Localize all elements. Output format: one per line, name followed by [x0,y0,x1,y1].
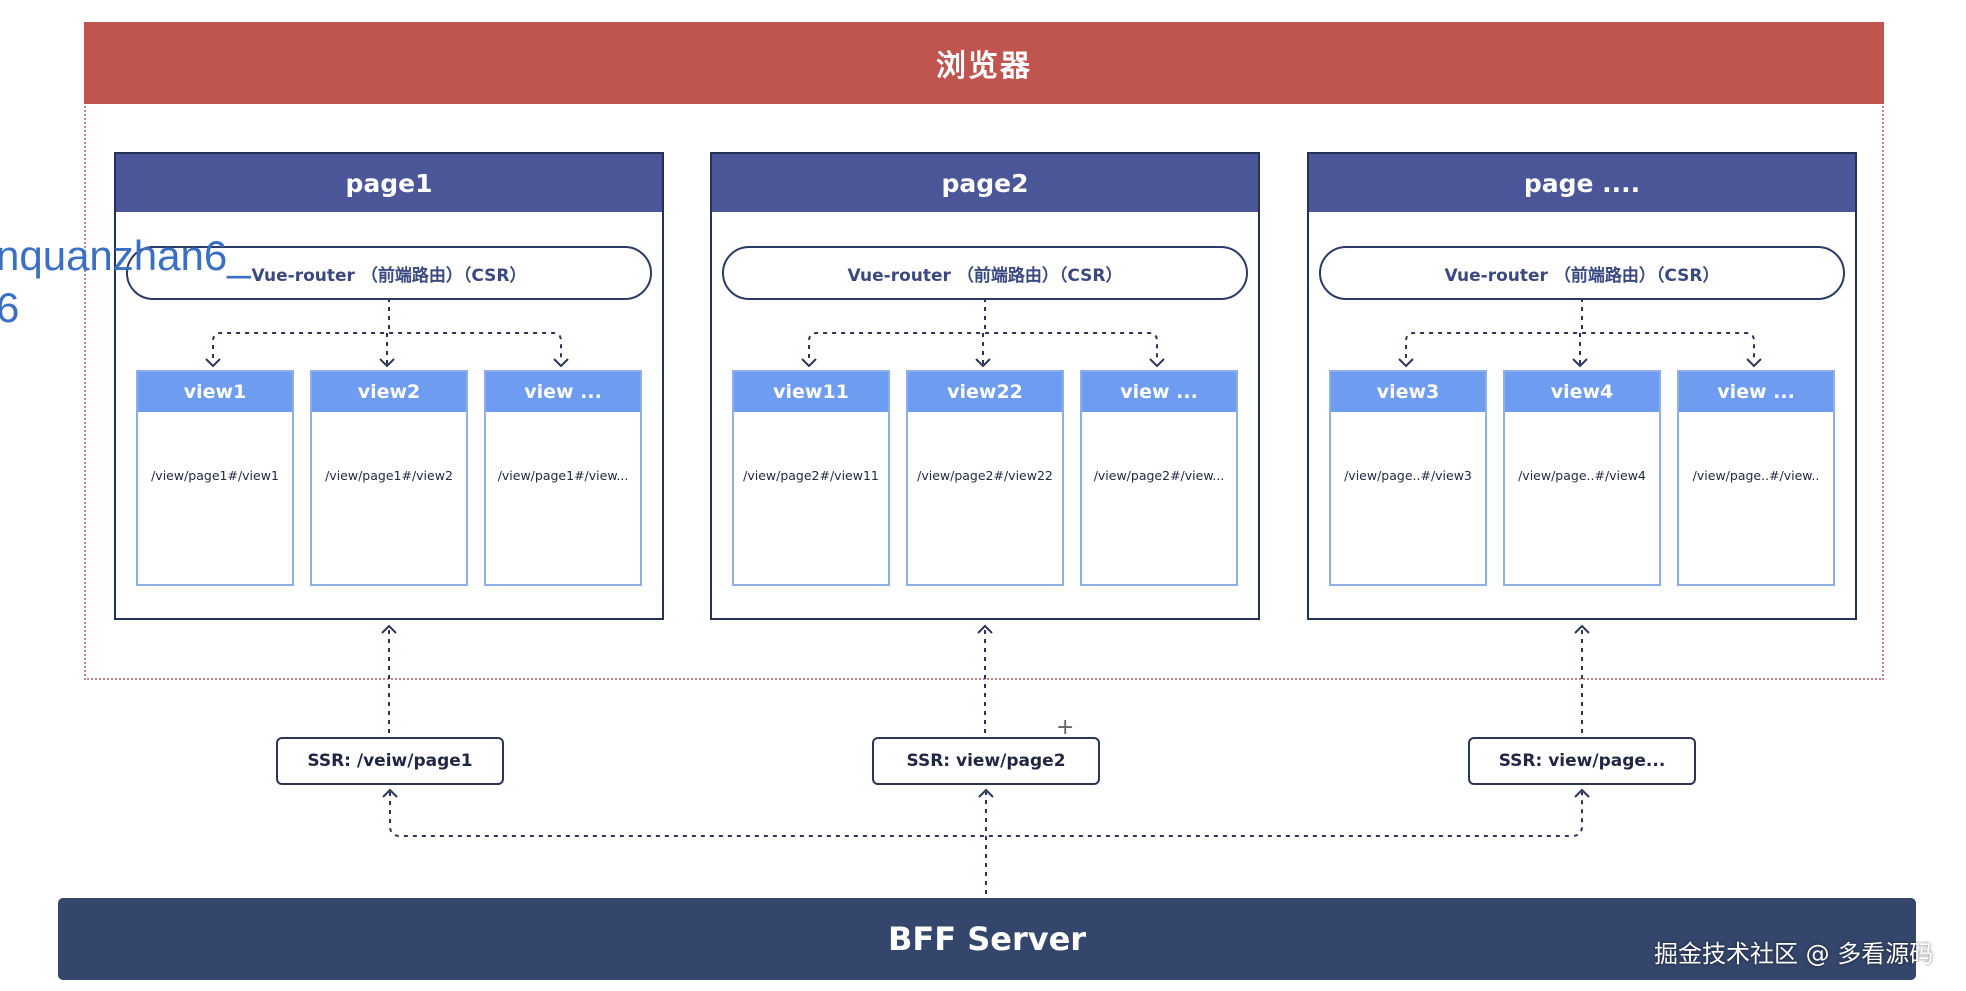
view-route: /view/page2#/view... [1093,468,1225,483]
page-title: page1 [345,168,433,198]
page-title: page2 [941,168,1029,198]
arrow-up-icon [1574,788,1590,798]
view-box: view22 /view/page2#/view22 [906,370,1064,586]
page-title: page .... [1523,168,1641,198]
router-label: Vue-router （前端路由）（CSR） [1444,265,1720,286]
view-label: view ... [524,381,602,403]
view-route: /view/page..#/view.. [1692,468,1820,483]
view-box: view ... /view/page..#/view.. [1677,370,1835,586]
vue-router-pill: Vue-router （前端路由）（CSR） [1319,246,1845,300]
ssr-box-2: SSR: view/page2 [872,737,1100,785]
view-route: /view/page..#/view3 [1344,468,1472,483]
view-label: view2 [357,381,421,403]
view-header: view2 [312,372,466,412]
ssr-label: SSR: /veiw/page1 [307,751,473,771]
ssr-label: SSR: view/page... [1498,751,1666,771]
view-route: /view/page2#/view22 [917,468,1053,483]
view-label: view11 [773,381,849,403]
ssr-label: SSR: view/page2 [906,751,1066,771]
bff-branch [389,792,1583,837]
view-route: /view/page1#/view2 [325,468,453,483]
plus-cursor-icon: + [1056,715,1075,740]
arrow-up-icon [978,788,994,798]
vue-router-pill: Vue-router （前端路由）（CSR） [722,246,1248,300]
view-header: view11 [734,372,888,412]
arrow-up-icon [382,788,398,798]
view-box: view ... /view/page1#/view... [484,370,642,586]
view-label: view ... [1120,381,1198,403]
router-label: Vue-router （前端路由）（CSR） [251,265,527,286]
view-route: /view/page1#/view1 [151,468,279,483]
view-label: view3 [1376,381,1440,403]
view-label: view ... [1717,381,1795,403]
bff-server-bar: BFF Server [58,898,1916,980]
page-box-3: page .... Vue-router （前端路由）（CSR） view3 /… [1307,152,1857,620]
ssr-box-3: SSR: view/page... [1468,737,1696,785]
view-header: view3 [1331,372,1485,412]
view-box: view2 /view/page1#/view2 [310,370,468,586]
view-box: view11 /view/page2#/view11 [732,370,890,586]
view-label: view22 [947,381,1023,403]
page-header: page1 [116,154,662,212]
view-route: /view/page..#/view4 [1518,468,1646,483]
view-box: view ... /view/page2#/view... [1080,370,1238,586]
bff-server-title: BFF Server [887,920,1087,958]
view-header: view ... [1082,372,1236,412]
page-header: page .... [1309,154,1855,212]
page-header: page2 [712,154,1258,212]
browser-title-bar: 浏览器 [84,22,1884,104]
view-route: /view/page2#/view11 [743,468,879,483]
site-watermark: 掘金技术社区 @ 多看源码 [1654,940,1934,968]
view-box: view1 /view/page1#/view1 [136,370,294,586]
router-label: Vue-router （前端路由）（CSR） [847,265,1123,286]
page-box-2: page2 Vue-router （前端路由）（CSR） view11 /vie… [710,152,1260,620]
view-header: view22 [908,372,1062,412]
page-box-1: page1 Vue-router （前端路由）（CSR） view1 /view… [114,152,664,620]
view-header: view1 [138,372,292,412]
view-header: view ... [1679,372,1833,412]
view-box: view4 /view/page..#/view4 [1503,370,1661,586]
view-label: view4 [1550,381,1614,403]
ssr-box-1: SSR: /veiw/page1 [276,737,504,785]
view-box: view3 /view/page..#/view3 [1329,370,1487,586]
browser-title: 浏览器 [936,49,1032,84]
overlay-watermark-text: nquanzhan6_ 6 [0,232,251,331]
view-header: view4 [1505,372,1659,412]
view-route: /view/page1#/view... [497,468,629,483]
view-header: view ... [486,372,640,412]
view-label: view1 [183,381,247,403]
